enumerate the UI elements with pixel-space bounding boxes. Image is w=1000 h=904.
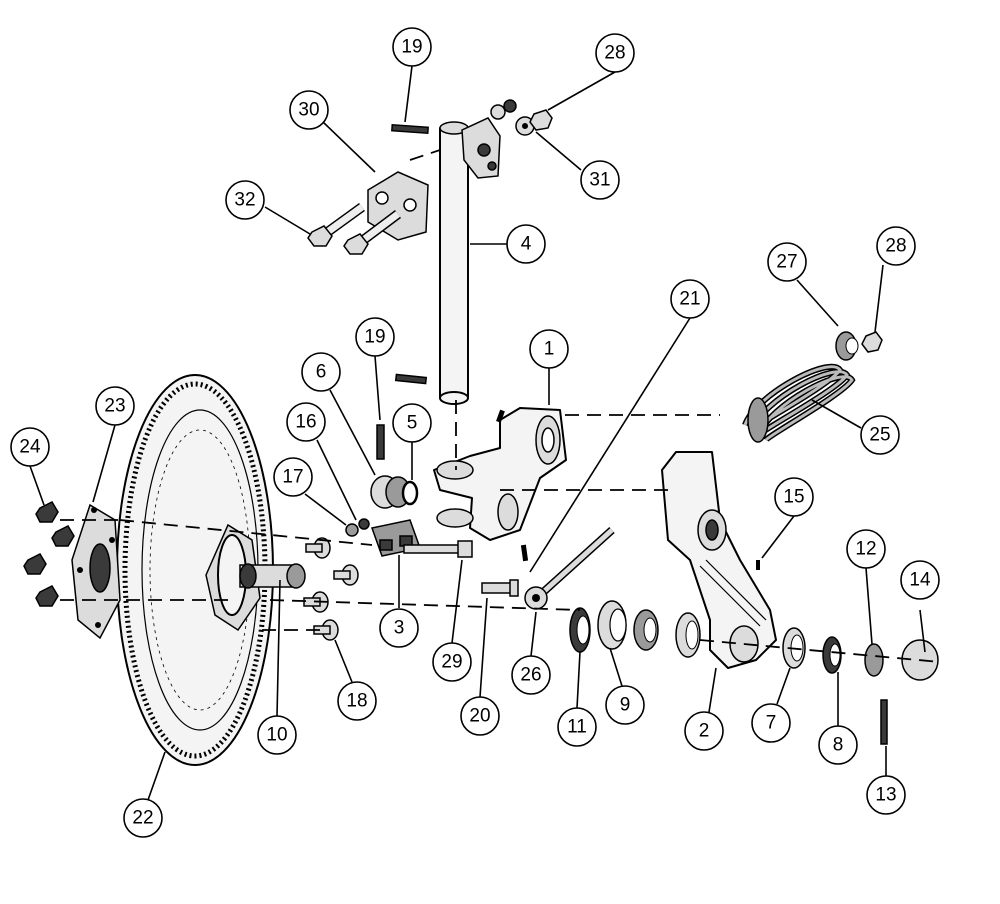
top-hardware xyxy=(490,99,553,136)
svg-text:4: 4 xyxy=(521,234,532,255)
svg-text:23: 23 xyxy=(104,396,125,417)
svg-text:16: 16 xyxy=(295,412,316,433)
spring xyxy=(742,363,856,443)
callout-32: 32 xyxy=(225,180,265,220)
callout-26: 26 xyxy=(511,655,551,695)
callout-11: 11 xyxy=(557,707,597,747)
top-clamp xyxy=(461,117,501,179)
pins xyxy=(376,373,428,460)
carriage-bolts xyxy=(303,537,359,641)
callout-20: 20 xyxy=(460,696,500,736)
callout-15: 15 xyxy=(774,477,814,517)
svg-text:19: 19 xyxy=(401,37,422,58)
hub-flange xyxy=(205,523,306,632)
svg-text:25: 25 xyxy=(869,425,890,446)
callout-6: 6 xyxy=(301,352,341,392)
svg-text:5: 5 xyxy=(407,413,418,434)
callout-2: 2 xyxy=(684,711,724,751)
bushings-upper xyxy=(370,475,419,509)
callout-leaders xyxy=(29,65,926,801)
hub-plate xyxy=(71,503,121,640)
callout-16: 16 xyxy=(286,402,326,442)
callout-3: 3 xyxy=(379,608,419,648)
callout-18: 18 xyxy=(337,681,377,721)
svg-text:28: 28 xyxy=(604,43,625,64)
callout-23: 23 xyxy=(95,386,135,426)
pivot-arm xyxy=(661,451,777,669)
svg-text:12: 12 xyxy=(855,539,876,560)
svg-text:22: 22 xyxy=(132,808,153,829)
svg-text:29: 29 xyxy=(441,652,462,673)
callout-24: 24 xyxy=(10,427,50,467)
callout-28-top: 28 xyxy=(595,33,635,73)
callout-30: 30 xyxy=(289,90,329,130)
mount-bolts xyxy=(307,202,401,255)
callout-12: 12 xyxy=(846,529,886,569)
callout-10: 10 xyxy=(257,715,297,755)
svg-text:10: 10 xyxy=(266,725,287,746)
callout-7: 7 xyxy=(751,703,791,743)
callout-1: 1 xyxy=(529,329,569,369)
callout-19-top: 19 xyxy=(392,27,432,67)
svg-text:21: 21 xyxy=(679,289,700,310)
svg-text:31: 31 xyxy=(589,170,610,191)
svg-text:11: 11 xyxy=(567,717,587,738)
svg-text:17: 17 xyxy=(282,467,303,488)
svg-text:26: 26 xyxy=(520,665,541,686)
cotter-pin xyxy=(880,699,888,745)
small-pins xyxy=(496,409,760,570)
callout-8: 8 xyxy=(818,725,858,765)
arm-casting xyxy=(433,407,567,541)
part-drawings xyxy=(23,99,941,766)
axle-bearings xyxy=(569,600,939,681)
assembly-lines xyxy=(60,149,941,663)
top-pin xyxy=(391,123,429,135)
callout-21: 21 xyxy=(670,279,710,319)
svg-text:28: 28 xyxy=(885,236,906,257)
callout-14: 14 xyxy=(900,560,940,600)
callout-22: 22 xyxy=(123,798,163,838)
post-tube xyxy=(439,121,469,405)
svg-text:32: 32 xyxy=(234,190,255,211)
svg-text:15: 15 xyxy=(783,487,804,508)
callout-9: 9 xyxy=(605,685,645,725)
svg-text:20: 20 xyxy=(469,706,490,727)
hub-nuts xyxy=(23,501,75,607)
svg-text:13: 13 xyxy=(875,785,896,806)
svg-text:6: 6 xyxy=(316,362,327,383)
callout-13: 13 xyxy=(866,775,906,815)
callout-19-mid: 19 xyxy=(355,317,395,357)
callout-bubbles: 1 2 3 4 5 6 7 8 9 10 11 12 13 14 15 16 1… xyxy=(10,27,940,838)
callout-4: 4 xyxy=(506,224,546,264)
pivot-bolt xyxy=(481,579,519,597)
svg-text:8: 8 xyxy=(833,735,844,756)
svg-text:1: 1 xyxy=(544,339,555,360)
svg-text:14: 14 xyxy=(909,570,931,591)
callout-17: 17 xyxy=(273,457,313,497)
long-bolt xyxy=(403,540,473,558)
svg-text:24: 24 xyxy=(19,437,41,458)
svg-text:7: 7 xyxy=(766,713,777,734)
callout-28-right: 28 xyxy=(876,226,916,266)
svg-text:2: 2 xyxy=(699,721,710,742)
callout-27: 27 xyxy=(767,242,807,282)
svg-text:27: 27 xyxy=(776,252,797,273)
callout-25: 25 xyxy=(860,415,900,455)
svg-text:9: 9 xyxy=(620,695,631,716)
svg-text:18: 18 xyxy=(346,691,367,712)
svg-text:3: 3 xyxy=(394,618,405,639)
callout-5: 5 xyxy=(392,403,432,443)
tension-rod xyxy=(524,527,615,610)
svg-text:30: 30 xyxy=(298,100,319,121)
callout-29: 29 xyxy=(432,642,472,682)
callout-31: 31 xyxy=(580,160,620,200)
svg-text:19: 19 xyxy=(364,327,385,348)
spring-hardware xyxy=(835,331,883,361)
